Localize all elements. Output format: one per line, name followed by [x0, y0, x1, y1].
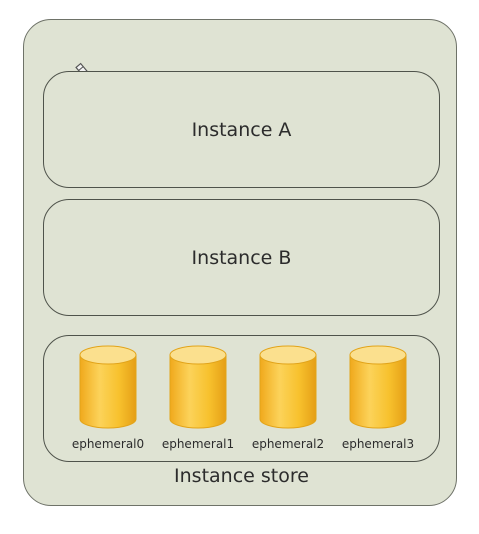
instance-b-box: Instance B [43, 199, 440, 316]
volume-ephemeral2: ephemeral2 [245, 345, 331, 451]
volume-label: ephemeral2 [251, 437, 325, 451]
volume-label: ephemeral3 [341, 437, 415, 451]
volume-label: ephemeral0 [71, 437, 145, 451]
volume-ephemeral1: ephemeral1 [155, 345, 241, 451]
cylinder-icon [79, 345, 137, 429]
instance-a-box: Instance A [43, 71, 440, 188]
instance-store-label: Instance store [174, 465, 309, 487]
volume-ephemeral3: ephemeral3 [335, 345, 421, 451]
instance-b-label: Instance B [191, 246, 292, 269]
cylinder-icon [169, 345, 227, 429]
cylinder-icon [259, 345, 317, 429]
cylinder-icon [349, 345, 407, 429]
instance-a-label: Instance A [191, 118, 292, 141]
volume-ephemeral0: ephemeral0 [65, 345, 151, 451]
volume-label: ephemeral1 [161, 437, 235, 451]
